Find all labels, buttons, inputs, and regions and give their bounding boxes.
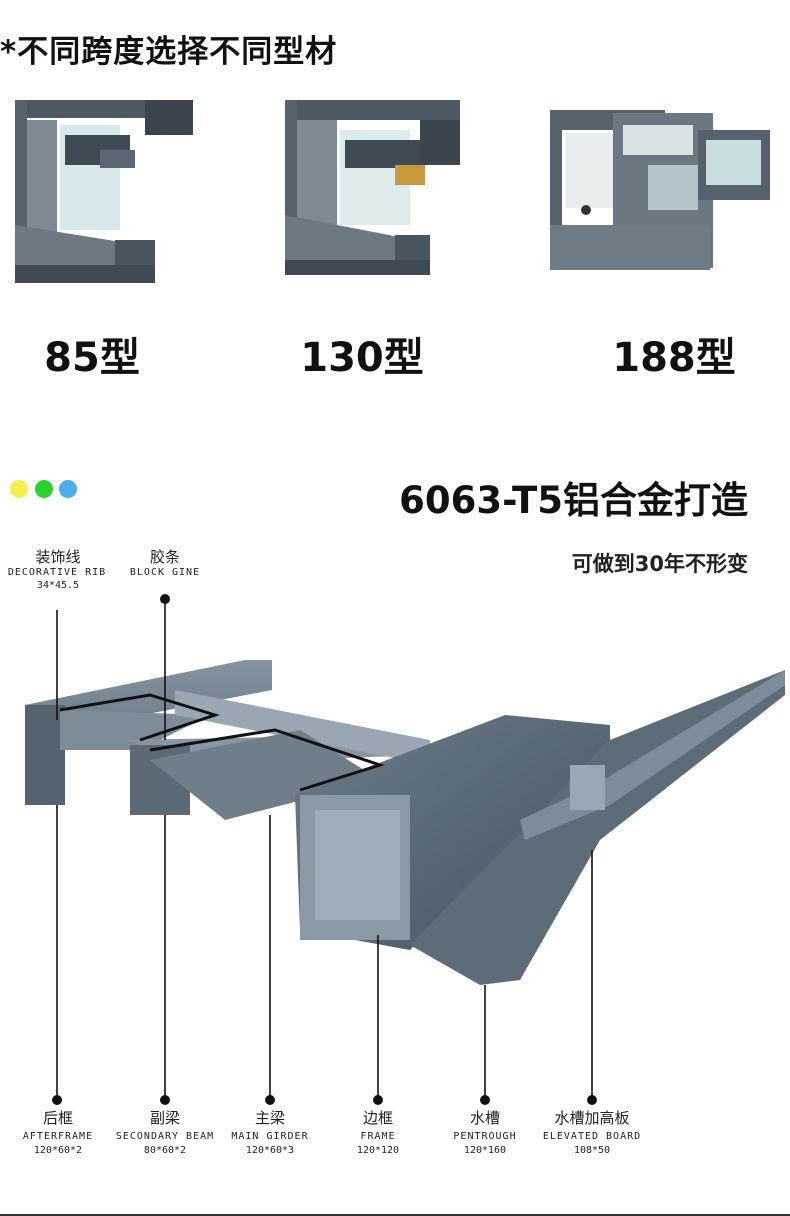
marker-dot — [265, 1095, 275, 1105]
callout-afterframe-en: AFTERFRAME — [22, 1131, 94, 1142]
bottom-divider — [0, 1214, 790, 1216]
callout-pentrough-zh: 水槽 — [469, 1109, 500, 1127]
profile-188-image — [550, 110, 770, 270]
type-label-85: 85型 — [44, 335, 140, 381]
callout-afterframe-zh: 后框 — [42, 1109, 73, 1127]
callout-frame-zh: 边框 — [362, 1109, 393, 1127]
marker-dot — [160, 594, 170, 604]
blue-dot — [59, 480, 77, 498]
callout-elevated-board-zh: 水槽加高板 — [554, 1109, 630, 1127]
callout-block-gine-en: BLOCK GINE — [129, 567, 201, 578]
callout-afterframe-dim: 120*60*2 — [33, 1145, 83, 1156]
callout-secondary-beam-dim: 80*60*2 — [143, 1145, 187, 1156]
yellow-dot — [10, 480, 28, 498]
callout-frame-en: FRAME — [360, 1131, 396, 1142]
callout-lines — [52, 594, 597, 1105]
callout-main-girder-zh: 主梁 — [254, 1109, 285, 1127]
callout-pentrough-en: PENTROUGH — [453, 1131, 517, 1142]
callout-frame-dim: 120*120 — [356, 1145, 400, 1156]
callout-secondary-beam-en: SECONDARY BEAM — [115, 1131, 215, 1142]
type-label-188: 188型 — [612, 335, 736, 381]
callout-block-gine-zh: 胶条 — [149, 548, 180, 566]
callout-pentrough-dim: 120*160 — [463, 1145, 507, 1156]
callout-elevated-board-en: ELEVATED BOARD — [542, 1131, 642, 1142]
callout-elevated-board-dim: 108*50 — [573, 1145, 611, 1156]
marker-dot — [587, 1095, 597, 1105]
material-title: 6063-T5铝合金打造 — [399, 479, 748, 522]
page-heading: *不同跨度选择不同型材 — [0, 34, 338, 70]
type-label-130: 130型 — [300, 335, 424, 381]
callout-main-girder-dim: 120*60*3 — [245, 1145, 295, 1156]
profile-85-image — [15, 100, 193, 283]
marker-dot — [160, 1095, 170, 1105]
callout-main-girder-en: MAIN GIRDER — [231, 1131, 309, 1142]
marker-dot — [373, 1095, 383, 1105]
callout-decorative-rib-en: DECORATIVE RIB — [7, 567, 107, 578]
material-subtitle: 可做到30年不形变 — [571, 552, 748, 576]
profile-130-image — [285, 100, 460, 275]
callout-secondary-beam-zh: 副梁 — [149, 1109, 180, 1127]
callout-decorative-rib-dim: 34*45.5 — [36, 580, 80, 591]
aluminum-profile-illustration — [25, 660, 785, 985]
green-dot — [35, 480, 53, 498]
marker-dot — [52, 1095, 62, 1105]
callout-decorative-rib-zh: 装饰线 — [35, 548, 81, 566]
marker-dot — [480, 1095, 490, 1105]
